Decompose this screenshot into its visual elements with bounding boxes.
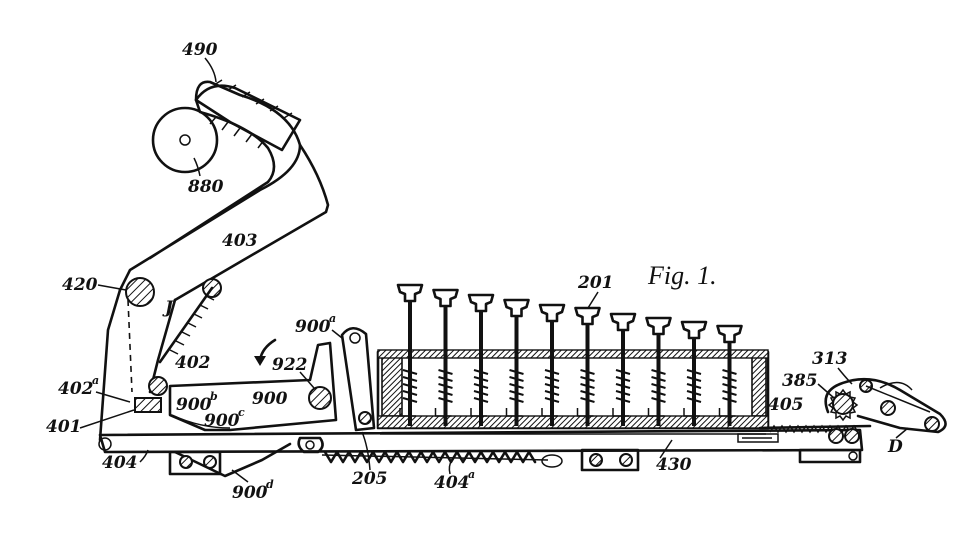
label-404a-sup: a: [468, 468, 475, 481]
label-900a-sup: a: [329, 312, 336, 325]
key-stem: [609, 312, 637, 426]
handle-lever-403: [98, 79, 330, 442]
label-402: 402: [175, 353, 211, 373]
label-900d: 900: [232, 483, 268, 503]
key-stem: [396, 283, 424, 426]
label-405: 405: [768, 395, 804, 415]
key-stem: [538, 303, 566, 426]
label-900: 900: [252, 389, 288, 409]
label-404a: 404: [434, 473, 470, 493]
gear-385: [737, 377, 947, 444]
label-402a: 402: [58, 379, 94, 399]
key-stems-201: [396, 283, 743, 426]
key-stem: [467, 293, 495, 426]
reference-labels: 490 880 403 420 J 402 402 a 401 404 922 …: [46, 40, 909, 503]
label-401: 401: [46, 417, 82, 437]
roller-880: [151, 106, 219, 174]
key-stem: [432, 288, 459, 426]
spring-J: [158, 278, 222, 364]
pivot-420: [125, 277, 155, 307]
figure-caption: Fig. 1.: [647, 261, 717, 290]
key-stem: [503, 298, 530, 426]
base-bar: [98, 428, 864, 478]
label-420: 420: [62, 275, 98, 295]
label-430: 430: [656, 455, 692, 475]
label-404: 404: [102, 453, 138, 473]
label-201: 201: [577, 273, 614, 293]
key-stem: [645, 316, 672, 426]
link-900a: [340, 326, 376, 432]
label-313: 313: [812, 349, 848, 369]
label-880: 880: [187, 177, 224, 197]
label-900c: 900: [204, 411, 240, 431]
label-385: 385: [782, 371, 818, 391]
label-490: 490: [182, 40, 218, 60]
label-900b: 900: [176, 395, 212, 415]
label-J: J: [162, 298, 174, 318]
label-403: 403: [222, 231, 258, 251]
stop-401: [134, 397, 162, 413]
key-stem: [574, 306, 601, 426]
pawl-402: [148, 376, 168, 396]
key-stem: [716, 324, 743, 426]
label-900b-sup: b: [210, 390, 218, 403]
plate-900: [168, 338, 338, 432]
key-stem: [680, 320, 708, 426]
label-900a: 900: [295, 317, 331, 337]
spring-404a: [321, 450, 563, 468]
label-900d-sup: d: [266, 478, 274, 491]
label-900c-sup: c: [238, 406, 245, 419]
label-D: D: [887, 437, 903, 457]
label-205: 205: [351, 469, 388, 489]
label-402a-sup: a: [92, 374, 99, 387]
key-frame: [376, 349, 770, 435]
label-922: 922: [272, 355, 308, 375]
